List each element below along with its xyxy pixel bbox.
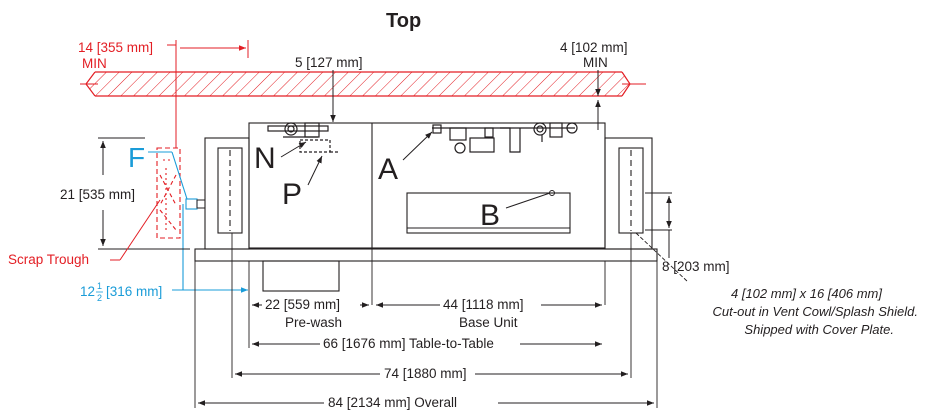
cutout-offset-value: 8 [203 mm] bbox=[662, 259, 730, 274]
callout-b-label: B bbox=[480, 199, 500, 232]
callout-a: A bbox=[378, 131, 433, 186]
drawing-title: Top bbox=[386, 10, 421, 32]
machine-outline bbox=[194, 122, 658, 292]
callout-f-label: F bbox=[128, 142, 145, 173]
table-value: 66 [1676 mm] Table-to-Table bbox=[323, 336, 494, 351]
callout-b: B bbox=[480, 190, 555, 232]
overall-dimension: 84 [2134 mm] Overall bbox=[198, 395, 654, 410]
overall-value: 84 [2134 mm] Overall bbox=[328, 395, 457, 410]
cutout-offset-dimension: 8 [203 mm] bbox=[645, 192, 730, 274]
callout-a-label: A bbox=[378, 153, 398, 186]
d74-value: 74 [1880 mm] bbox=[384, 366, 467, 381]
plumbing-left bbox=[267, 122, 340, 153]
connection-f bbox=[148, 151, 198, 290]
scrap-trough-callout: Scrap Trough bbox=[8, 199, 161, 267]
offset-value: 5 [127 mm] bbox=[295, 55, 363, 70]
drain-stub bbox=[196, 199, 206, 209]
d74-dimension: 74 [1880 mm] bbox=[235, 366, 628, 381]
offset-width-den: 2 bbox=[97, 293, 102, 303]
callout-p: P bbox=[282, 155, 323, 211]
extension-lines bbox=[194, 233, 658, 408]
cutout-note: 4 [102 mm] x 16 [406 mm] Cut-out in Vent… bbox=[635, 232, 918, 337]
base-dimension: 44 [1118 mm] Base Unit bbox=[376, 297, 602, 330]
scrap-trough-label: Scrap Trough bbox=[8, 252, 89, 267]
offset-width-prefix: 12 bbox=[80, 284, 95, 299]
scrap-trough bbox=[156, 147, 181, 239]
prewash-value: 22 [559 mm] bbox=[265, 297, 340, 312]
cutout-note-line1: 4 [102 mm] x 16 [406 mm] bbox=[731, 286, 882, 301]
offset-dimension: 5 [127 mm] bbox=[295, 55, 363, 122]
callout-f: F bbox=[128, 142, 145, 173]
cutout-note-line2: Cut-out in Vent Cowl/Splash Shield. bbox=[713, 304, 918, 319]
min-top-value: 4 [102 mm] bbox=[560, 40, 628, 55]
depth-dimension: 21 [535 mm] bbox=[60, 137, 190, 250]
wall-hatch bbox=[80, 71, 646, 97]
depth-value: 21 [535 mm] bbox=[60, 187, 135, 202]
min-top-dimension: 4 [102 mm] MIN bbox=[560, 40, 628, 130]
offset-width-value: [316 mm] bbox=[106, 284, 162, 299]
min-top-note: MIN bbox=[583, 55, 608, 70]
base-value: 44 [1118 mm] bbox=[443, 297, 524, 312]
callout-p-label: P bbox=[282, 178, 302, 211]
min-left-note: MIN bbox=[82, 56, 107, 71]
min-left-dimension: 14 [355 mm] MIN bbox=[78, 40, 249, 148]
cutout-note-line3: Shipped with Cover Plate. bbox=[744, 322, 894, 337]
plumbing-right bbox=[432, 122, 578, 154]
callout-n: N bbox=[254, 141, 307, 175]
table-dimension: 66 [1676 mm] Table-to-Table bbox=[252, 336, 602, 351]
prewash-label: Pre-wash bbox=[285, 315, 342, 330]
offset-width-dimension: 12 1 2 [316 mm] bbox=[80, 281, 248, 303]
callout-n-label: N bbox=[254, 142, 276, 175]
min-left-value: 14 [355 mm] bbox=[78, 40, 153, 55]
prewash-dimension: 22 [559 mm] Pre-wash bbox=[252, 297, 369, 330]
offset-width-num: 1 bbox=[97, 281, 102, 291]
base-label: Base Unit bbox=[459, 315, 518, 330]
